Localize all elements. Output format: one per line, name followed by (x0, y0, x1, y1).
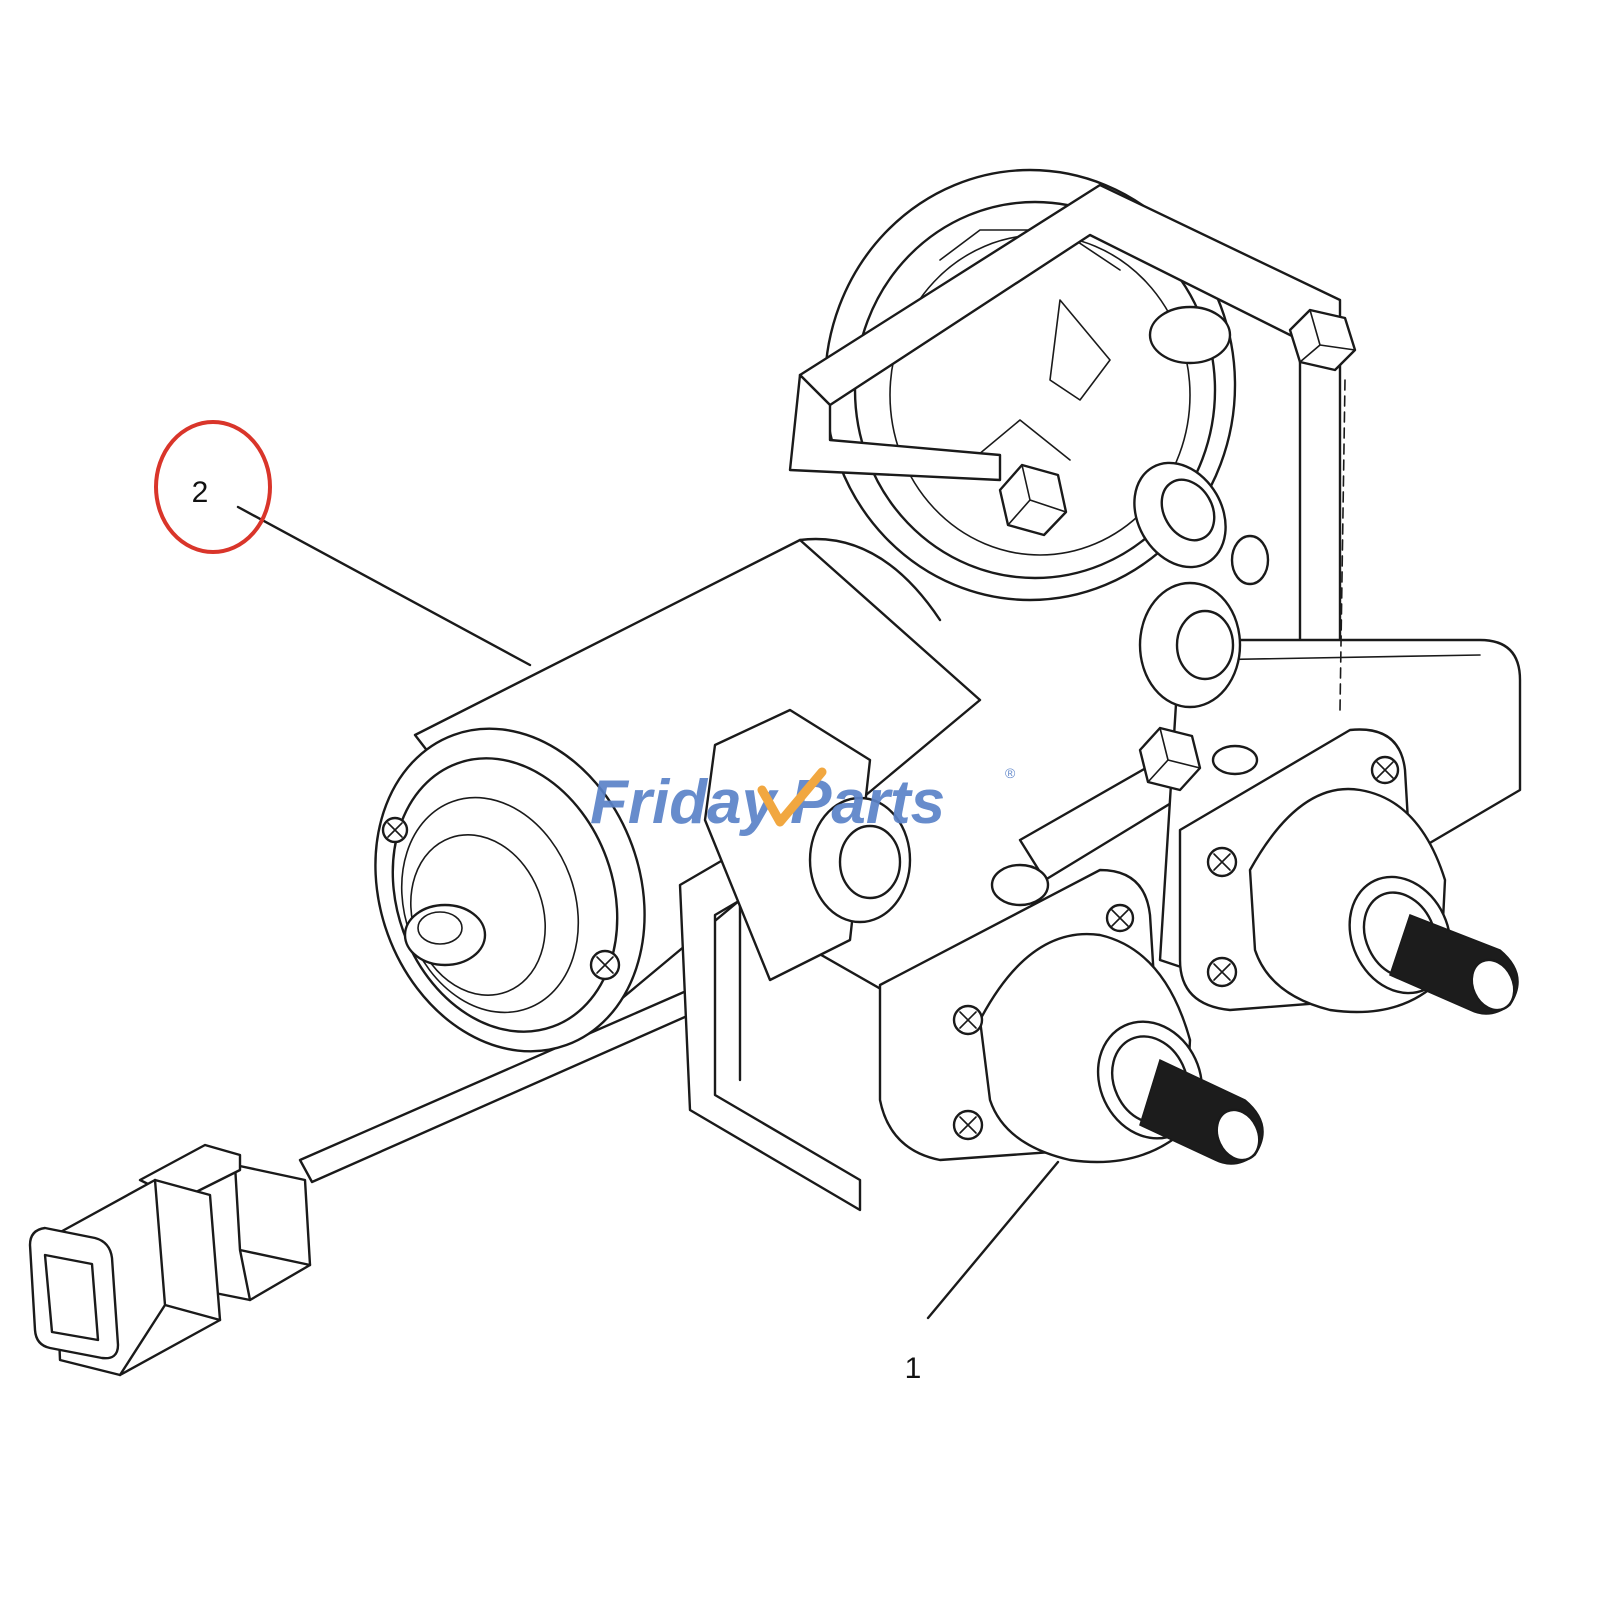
screw-front-left-top (952, 1004, 984, 1036)
round-nut-1 (1133, 461, 1227, 569)
screw-right-top (1370, 755, 1400, 785)
round-nut-3 (808, 796, 912, 924)
hex-bolt-middle (1138, 726, 1202, 792)
callout-1: 1 (905, 1352, 922, 1385)
leader-line-2 (236, 505, 532, 667)
cap-screw-bottom (589, 949, 621, 981)
callout-number-1: 1 (905, 1352, 922, 1385)
reference-line (1339, 379, 1346, 711)
hex-bolt-top-right (1288, 308, 1357, 372)
watermark-registered-mark: ® (1005, 765, 1016, 781)
leader-line-1 (926, 1160, 1060, 1320)
screw-front-left-bottom (952, 1109, 984, 1141)
screw-right-left-bottom (1206, 956, 1238, 988)
output-shaft-right (1178, 728, 1519, 1015)
screw-front-top (1105, 903, 1135, 933)
callout-number-2: 2 (192, 476, 209, 509)
watermark-word-1: Friday (590, 768, 780, 837)
watermark-check-icon (757, 767, 827, 827)
screw-right-left-top (1206, 846, 1238, 878)
cable-connector (28, 1143, 312, 1377)
electric-motor (298, 537, 982, 1184)
small-spacer (990, 534, 1270, 907)
output-shaft-front (878, 868, 1264, 1165)
cap-screw-top (381, 816, 409, 844)
callout-2: 2 (154, 420, 272, 554)
hex-bolt-upper (998, 463, 1068, 537)
round-nut-2 (1138, 581, 1242, 709)
callout-highlight-circle (154, 420, 272, 554)
